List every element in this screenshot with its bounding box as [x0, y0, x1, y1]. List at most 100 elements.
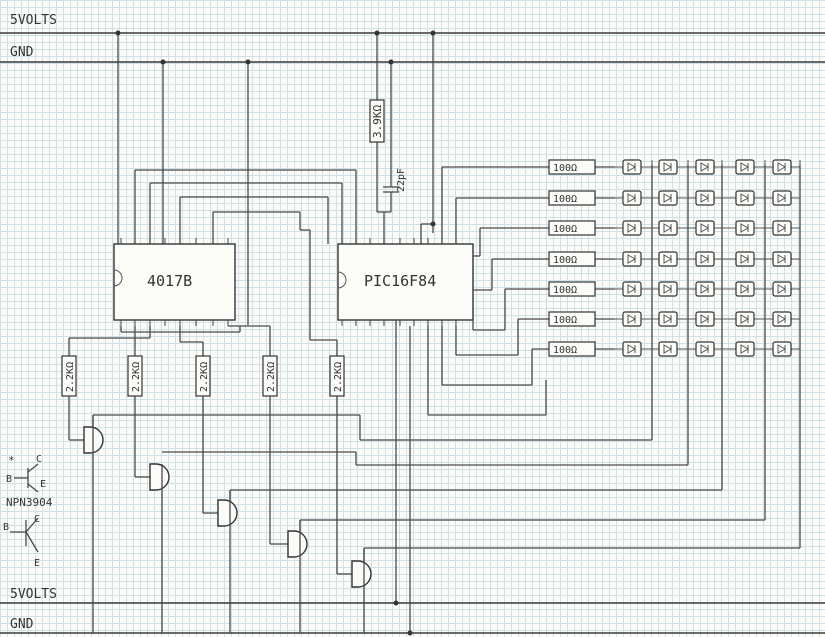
led-diode-symbol [663, 254, 673, 264]
base-resistor-label: 2.2KΩ [266, 362, 277, 392]
led-diode-symbol [627, 162, 637, 172]
base-resistor-label: 2.2KΩ [65, 362, 76, 392]
led [772, 159, 792, 175]
bottom-5v-label: 5VOLTS [10, 587, 57, 602]
legend-base-label-2: B [3, 522, 9, 533]
legend-base-label: B [6, 474, 12, 485]
driver-transistor [351, 560, 372, 588]
led-diode-symbol [663, 344, 673, 354]
driver-transistor [287, 530, 308, 558]
top-gnd-label: GND [10, 45, 34, 60]
led [658, 220, 678, 236]
led [695, 311, 715, 327]
led-diode-symbol [627, 193, 637, 203]
capacitor-label: 22pF [396, 168, 407, 192]
led-diode-symbol [627, 344, 637, 354]
led-diode-symbol [627, 314, 637, 324]
led [622, 159, 642, 175]
led-diode-symbol [740, 254, 750, 264]
led-diode-symbol [777, 223, 787, 233]
led [735, 220, 755, 236]
row-resistor-label: 100Ω [553, 163, 577, 174]
led [622, 311, 642, 327]
legend-star: * [8, 454, 15, 467]
mcu-chip [337, 238, 474, 326]
led-diode-symbol [700, 193, 710, 203]
pullup-resistor-label: 3.9KΩ [371, 105, 384, 138]
led-diode-symbol [777, 193, 787, 203]
led [658, 251, 678, 267]
led [622, 341, 642, 357]
led-diode-symbol [663, 193, 673, 203]
led [622, 281, 642, 297]
led-diode-symbol [740, 193, 750, 203]
counter-chip [113, 238, 236, 326]
led-diode-symbol [700, 344, 710, 354]
legend-transistor-type: NPN3904 [6, 496, 53, 509]
led-matrix [615, 159, 801, 357]
driver-transistor [149, 463, 170, 491]
driver-transistor [217, 499, 238, 527]
counter-chip-label: 4017B [147, 272, 192, 290]
led [658, 341, 678, 357]
led-diode-symbol [700, 162, 710, 172]
rail-drop-wires [117, 33, 434, 325]
top-5v-label: 5VOLTS [10, 13, 57, 28]
led [658, 281, 678, 297]
led [772, 190, 792, 206]
led-diode-symbol [740, 314, 750, 324]
led [622, 220, 642, 236]
led [622, 190, 642, 206]
led [695, 341, 715, 357]
led-diode-symbol [700, 254, 710, 264]
base-resistor-label: 2.2KΩ [131, 362, 142, 392]
chip-interconnect-wires [134, 169, 357, 244]
led [735, 190, 755, 206]
legend-emitter-label: E [40, 479, 46, 490]
row-resistor-label: 100Ω [553, 345, 577, 356]
led-diode-symbol [663, 314, 673, 324]
led [735, 159, 755, 175]
led [772, 220, 792, 236]
bottom-gnd-label: GND [10, 617, 34, 632]
led [658, 159, 678, 175]
mcu-chip-label: PIC16F84 [364, 272, 436, 290]
led [695, 220, 715, 236]
led-diode-symbol [663, 223, 673, 233]
led [622, 251, 642, 267]
led [658, 190, 678, 206]
led [735, 341, 755, 357]
led-diode-symbol [663, 162, 673, 172]
led-diode-symbol [663, 284, 673, 294]
legend-collector-label: C [36, 454, 42, 465]
row-resistor-label: 100Ω [553, 315, 577, 326]
led-diode-symbol [777, 254, 787, 264]
led-diode-symbol [777, 284, 787, 294]
base-drive-wires [68, 229, 338, 356]
led-diode-symbol [777, 162, 787, 172]
led-diode-symbol [700, 223, 710, 233]
led-diode-symbol [700, 284, 710, 294]
led [735, 311, 755, 327]
led [772, 311, 792, 327]
led [772, 251, 792, 267]
led-diode-symbol [777, 314, 787, 324]
led-diode-symbol [740, 162, 750, 172]
led [695, 159, 715, 175]
led [695, 190, 715, 206]
row-resistor-label: 100Ω [553, 194, 577, 205]
base-resistor-label: 2.2KΩ [333, 362, 344, 392]
legend-emitter-label-2: E [34, 558, 40, 569]
led-diode-symbol [777, 344, 787, 354]
bottom-rail-feeds [92, 320, 411, 633]
row-resistor-label: 100Ω [553, 224, 577, 235]
led [735, 281, 755, 297]
led-diode-symbol [740, 344, 750, 354]
transistor-stage [68, 396, 372, 588]
legend-collector-label-2: C [34, 514, 40, 525]
led [695, 281, 715, 297]
